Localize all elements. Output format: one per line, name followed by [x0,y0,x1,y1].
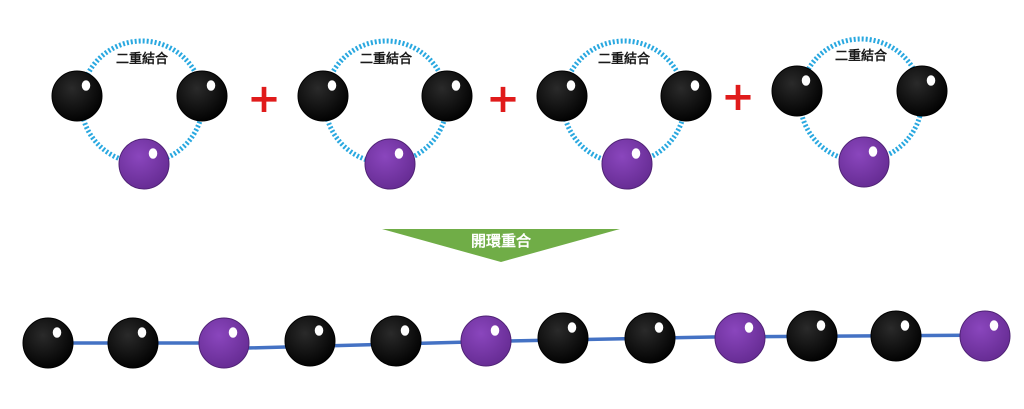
atom-purple [198,317,250,369]
atom-body [460,315,512,367]
atom-body [297,70,349,122]
atom-black [537,312,589,364]
atom-body [284,315,336,367]
atom-purple [601,138,653,190]
atom-highlight [148,148,158,159]
atom-highlight [926,75,936,86]
arrow-triangle [382,229,620,262]
atom-black [107,317,159,369]
atom-highlight [868,146,878,157]
atom-highlight [816,320,826,331]
atom-highlight [451,80,461,91]
atom-body [370,315,422,367]
atom-body [714,312,766,364]
atom-highlight [81,80,91,91]
atom-body [896,65,948,117]
double-bond-label: 二重結合 [116,51,169,67]
atom-highlight [566,80,576,91]
plus-sign: + [486,76,520,122]
atom-highlight [801,75,811,86]
atom-body [51,70,103,122]
atom-black [22,317,74,369]
monomer-2: 二重結合 [297,38,473,190]
double-bond-label: 二重結合 [835,48,888,64]
atom-black [51,70,103,122]
atom-body [660,70,712,122]
atom-black [771,65,823,117]
atom-purple [118,138,170,190]
atom-highlight [690,80,700,91]
atom-body [838,136,890,188]
atom-body [870,310,922,362]
atom-black [370,315,422,367]
atom-black [786,310,838,362]
atom-highlight [900,320,910,331]
atom-highlight [206,80,216,91]
atom-black [176,70,228,122]
atom-highlight [314,325,324,336]
atom-black [624,312,676,364]
reaction-label: 開環重合 [471,232,532,250]
atom-body [786,310,838,362]
atom-highlight [567,322,577,333]
polymer-chain [22,310,1011,369]
atom-body [176,70,228,122]
atom-highlight [989,320,999,331]
atom-purple [959,310,1011,362]
atom-black [284,315,336,367]
atom-body [107,317,159,369]
atom-body [537,312,589,364]
atom-highlight [394,148,404,159]
atom-body [421,70,473,122]
atom-body [364,138,416,190]
atom-highlight [654,322,664,333]
atom-highlight [52,327,62,338]
double-bond-label: 二重結合 [598,51,651,67]
plus-sign: + [247,76,281,122]
atom-body [601,138,653,190]
atom-black [536,70,588,122]
atom-body [959,310,1011,362]
atom-highlight [631,148,641,159]
atom-body [22,317,74,369]
atom-highlight [400,325,410,336]
atom-body [536,70,588,122]
plus-sign: + [721,74,755,120]
chain-backbone [48,333,1005,350]
atom-black [297,70,349,122]
atom-purple [838,136,890,188]
double-bond-label: 二重結合 [360,51,413,67]
atom-black [660,70,712,122]
atom-body [198,317,250,369]
monomer-1: 二重結合 [51,38,228,190]
monomer-4: 二重結合 [771,36,948,188]
atom-black [896,65,948,117]
reaction-arrow: 開環重合 [382,229,620,262]
atom-body [624,312,676,364]
atom-black [421,70,473,122]
atom-body [771,65,823,117]
atom-black [870,310,922,362]
atom-body [118,138,170,190]
atom-purple [364,138,416,190]
monomer-3: 二重結合 [536,38,712,190]
atom-purple [714,312,766,364]
atom-highlight [327,80,337,91]
atom-highlight [744,322,754,333]
atom-highlight [490,325,500,336]
atom-highlight [137,327,147,338]
atom-highlight [228,327,238,338]
atom-purple [460,315,512,367]
